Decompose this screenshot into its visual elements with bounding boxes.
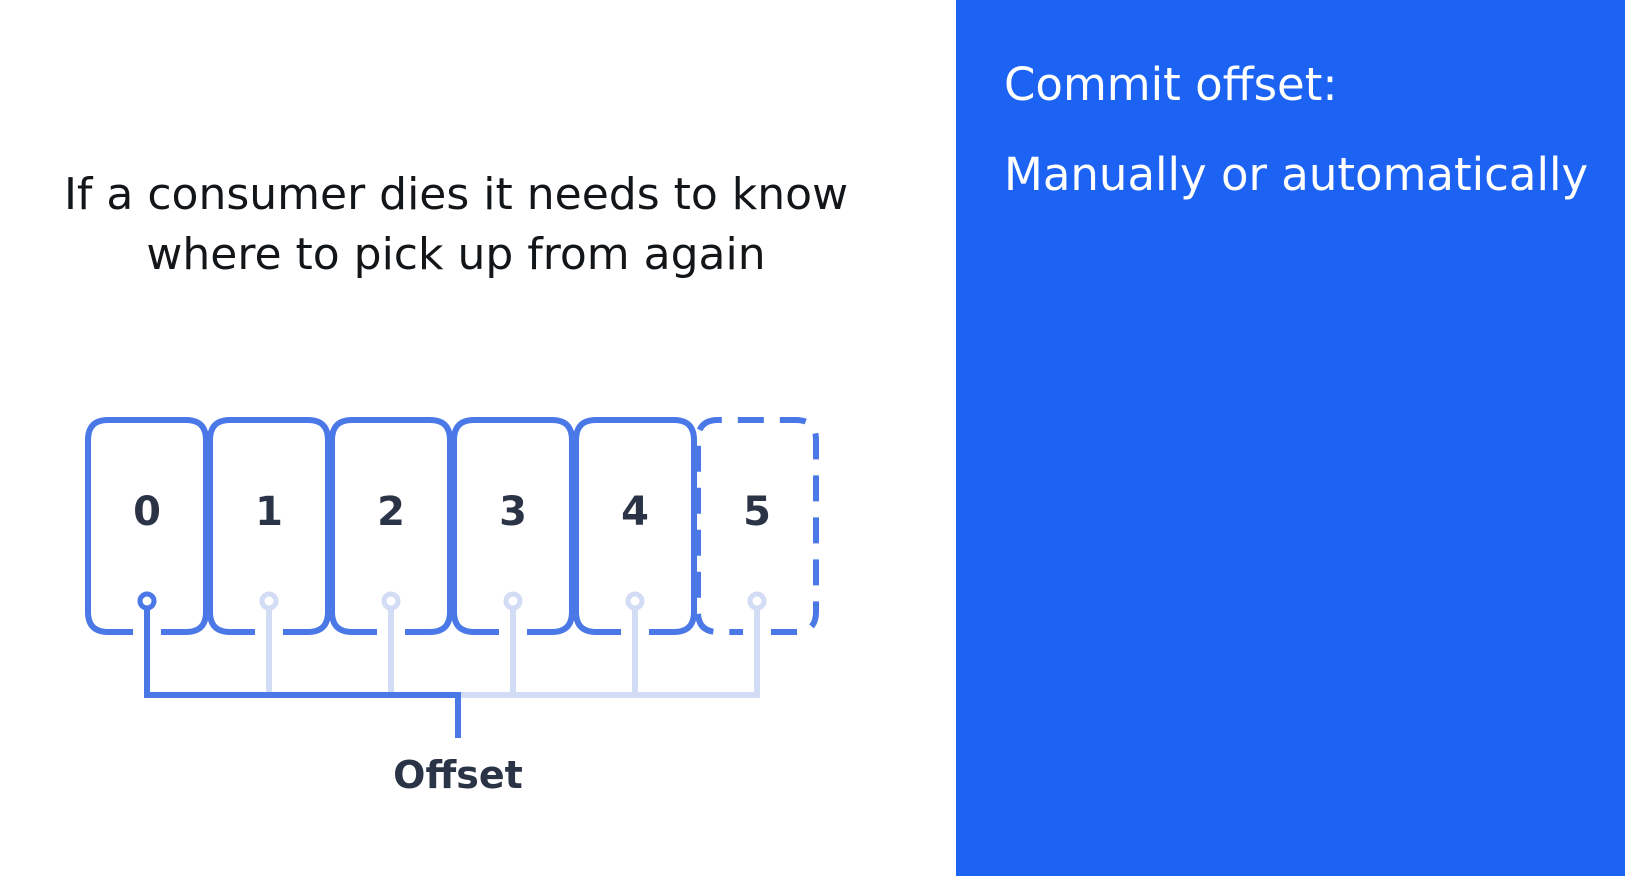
- headline: If a consumer dies it needs to know wher…: [0, 165, 912, 285]
- message-offset-label-2: 2: [377, 489, 405, 535]
- message-offset-label-5: 5: [743, 489, 771, 535]
- headline-line-2: where to pick up from again: [146, 229, 766, 280]
- pending-message-cell-5: [695, 417, 819, 635]
- left-panel: If a consumer dies it needs to know wher…: [0, 165, 956, 840]
- offset-pointer-dot-4: [625, 591, 645, 611]
- message-offset-label-1: 1: [255, 489, 283, 535]
- message-offset-label-0: 0: [133, 489, 161, 535]
- right-title: Commit offset:: [1004, 58, 1338, 111]
- offset-pointer-dot-0: [137, 591, 157, 611]
- message-cell-3: [451, 417, 575, 635]
- offset-pointer-dot-5: [747, 591, 767, 611]
- offset-pointer-dot-2: [381, 591, 401, 611]
- right-panel: Commit offset: Manually or automatically: [956, 0, 1625, 876]
- offset-label: Offset: [393, 753, 523, 797]
- message-offset-label-3: 3: [499, 489, 527, 535]
- message-cell-0: [85, 417, 209, 635]
- right-subtitle: Manually or automatically: [1004, 148, 1589, 201]
- message-cell-1: [207, 417, 331, 635]
- headline-line-1: If a consumer dies it needs to know: [63, 169, 849, 220]
- message-cell-4: [573, 417, 697, 635]
- message-cell-2: [329, 417, 453, 635]
- committed-offset-pointer: [144, 608, 461, 738]
- message-offset-label-4: 4: [621, 489, 649, 535]
- offset-pointer-dot-3: [503, 591, 523, 611]
- offset-pointer-dot-1: [259, 591, 279, 611]
